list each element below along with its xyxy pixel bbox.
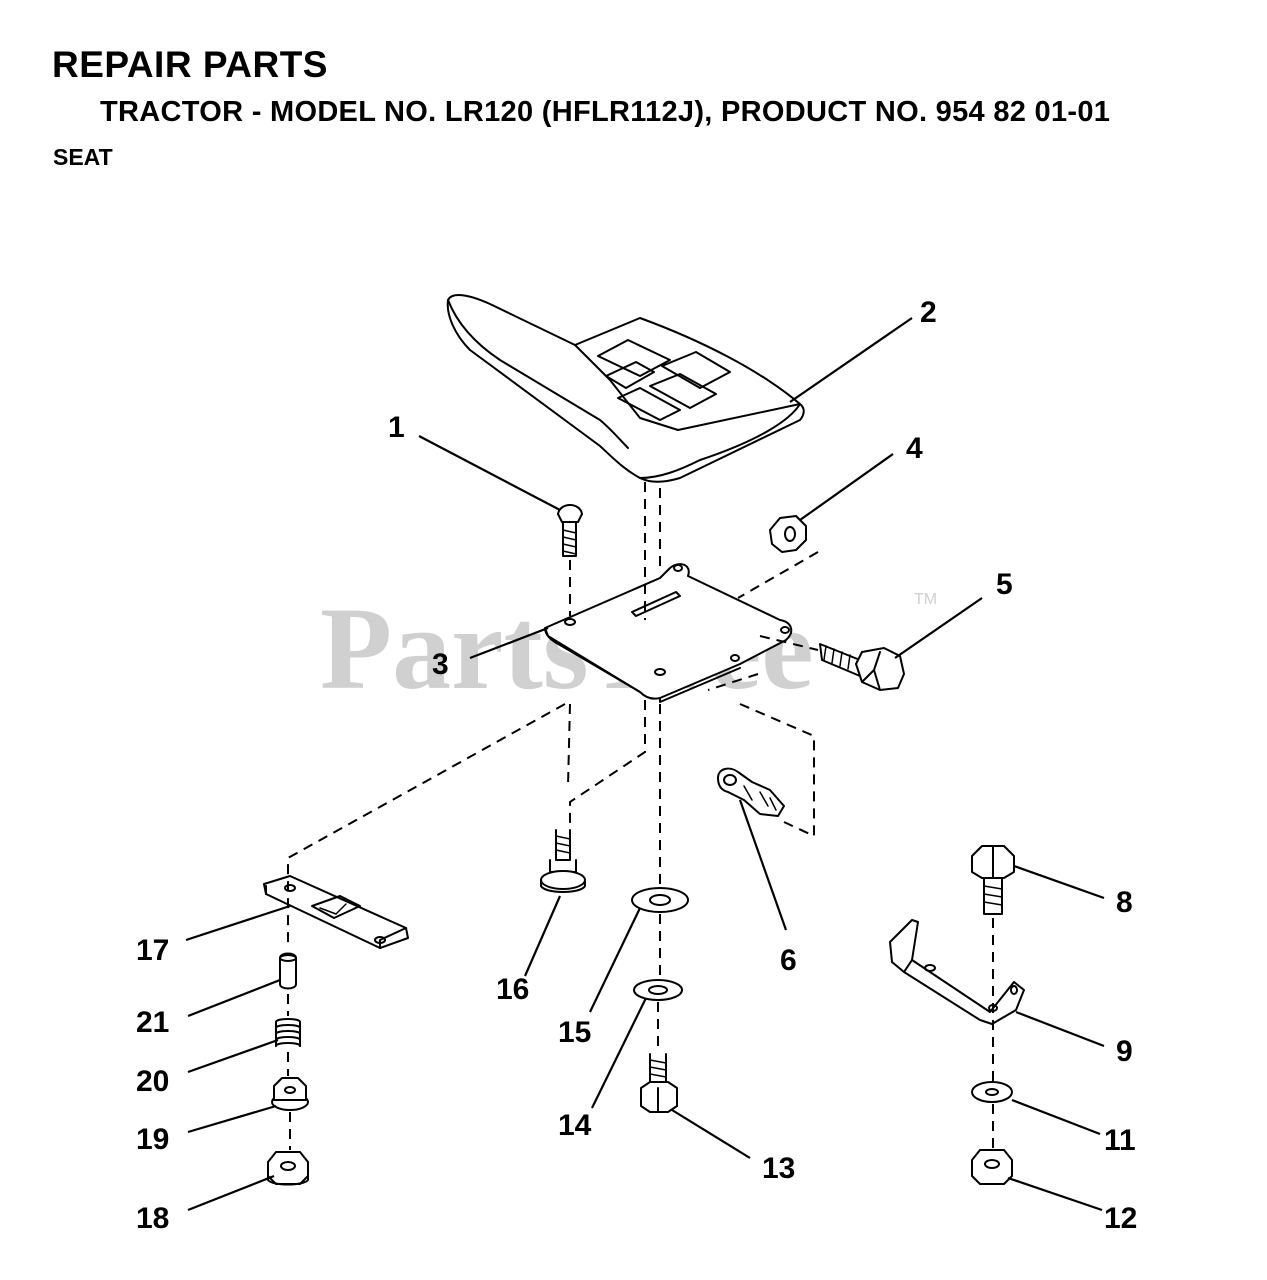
assembly-lines: [287, 482, 994, 1150]
bracket-part[interactable]: [889, 919, 1025, 1025]
callout-3: 3: [432, 648, 449, 681]
callout-14: 14: [558, 1109, 592, 1142]
leader-lines: [185, 317, 1105, 1212]
watermark-trademark: TM: [914, 591, 937, 608]
model-subtitle: TRACTOR - MODEL NO. LR120 (HFLR112J), PR…: [100, 96, 1111, 128]
callout-21: 21: [136, 1006, 169, 1039]
callout-20: 20: [136, 1065, 169, 1098]
page-title: REPAIR PARTS: [52, 44, 328, 85]
callout-1: 1: [388, 411, 405, 444]
callout-9: 9: [1116, 1035, 1133, 1068]
seat-plate-part[interactable]: [544, 563, 793, 703]
flat-washer-part[interactable]: [631, 887, 689, 913]
callout-11: 11: [1104, 1124, 1136, 1157]
hex-bolt-8-part[interactable]: [971, 845, 1015, 915]
callout-17: 17: [136, 934, 169, 967]
hex-bolt-13-part[interactable]: [640, 1053, 678, 1113]
seat-track-part[interactable]: [263, 875, 409, 949]
callout-6: 6: [780, 944, 797, 977]
hex-nut-part[interactable]: [769, 515, 807, 553]
callout-18: 18: [136, 1202, 169, 1235]
pin-part[interactable]: [279, 952, 297, 990]
seat-latch-part[interactable]: [717, 767, 785, 817]
callout-19: 19: [136, 1123, 169, 1156]
seat-part[interactable]: [446, 294, 805, 483]
section-label: SEAT: [53, 144, 113, 170]
callout-5: 5: [996, 568, 1013, 601]
spring-part[interactable]: [275, 1018, 301, 1047]
callout-8: 8: [1116, 886, 1133, 919]
callout-13: 13: [762, 1152, 795, 1185]
flange-nut-part[interactable]: [267, 1151, 309, 1186]
callout-2: 2: [920, 296, 937, 329]
washer-11-part[interactable]: [971, 1081, 1013, 1103]
callout-12: 12: [1104, 1202, 1137, 1235]
callout-4: 4: [906, 432, 923, 465]
knob-part[interactable]: [271, 1077, 309, 1111]
shoulder-bolt-part[interactable]: [540, 829, 586, 893]
hex-bolt-part[interactable]: [819, 643, 905, 691]
carriage-bolt-part[interactable]: [557, 504, 583, 557]
callout-15: 15: [558, 1016, 591, 1049]
callout-labels: 1 2 3 4 5 6 8 9 11 12 13 14 15 16 17 18 …: [136, 296, 1137, 1235]
lock-nut-part[interactable]: [971, 1149, 1013, 1185]
callout-16: 16: [496, 973, 529, 1006]
lock-washer-part[interactable]: [633, 979, 683, 1001]
